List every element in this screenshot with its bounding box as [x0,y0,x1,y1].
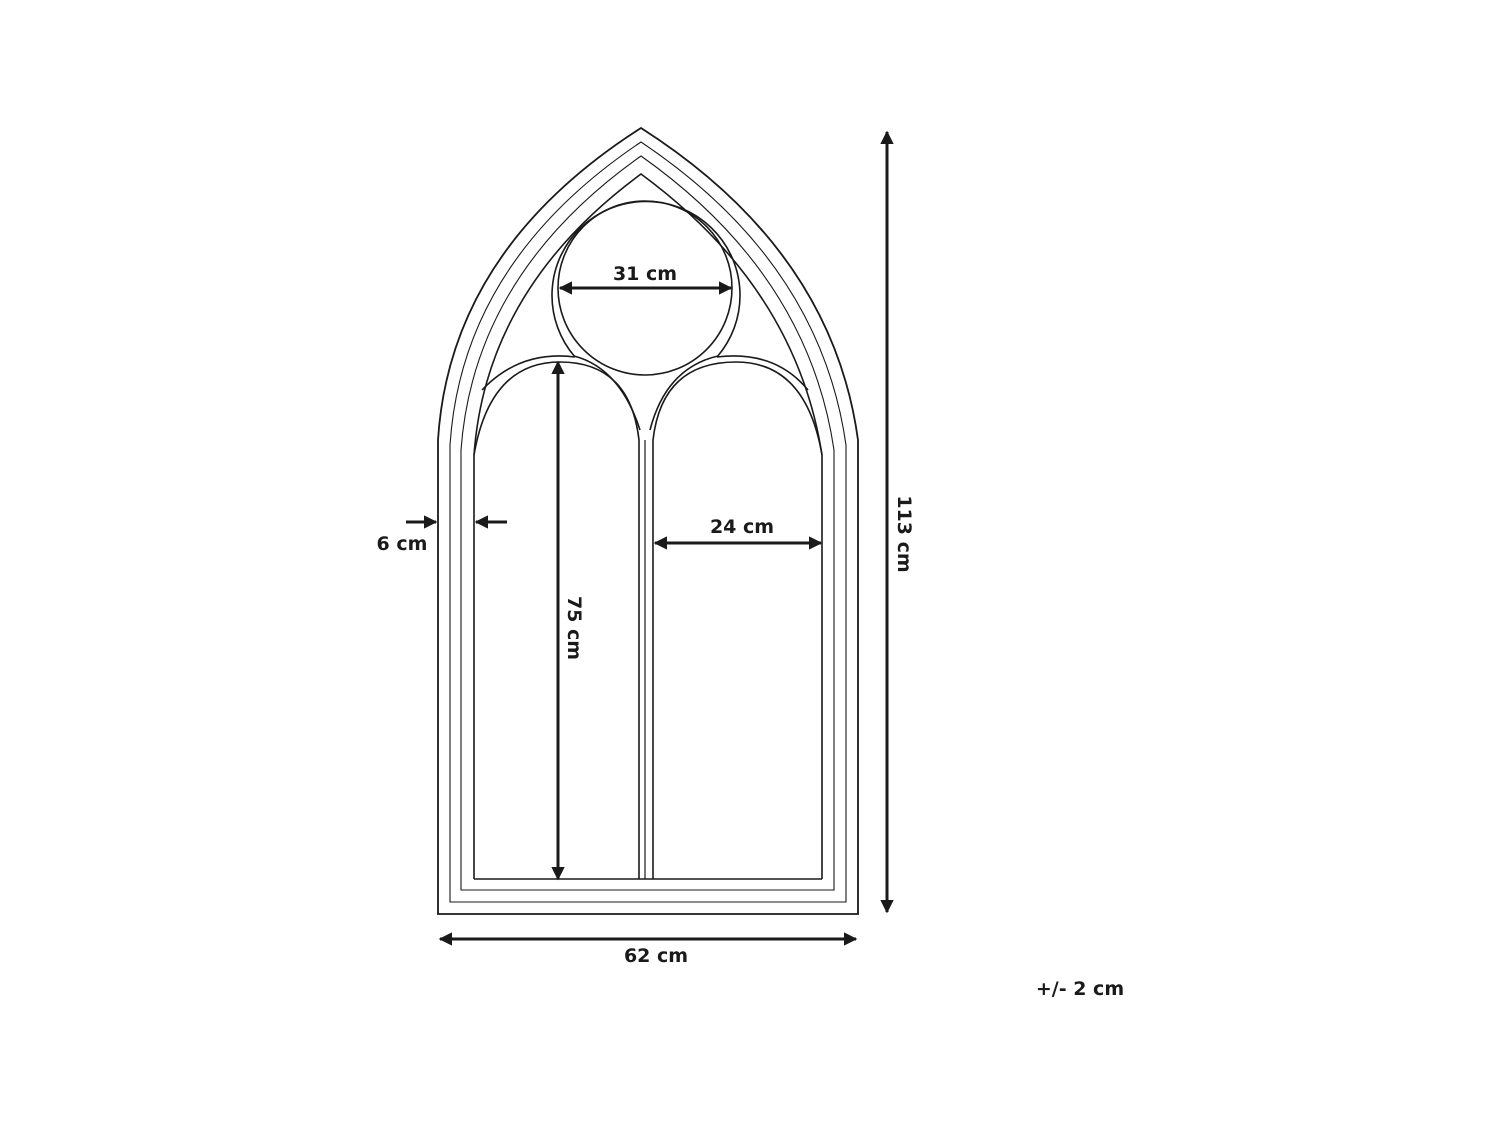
dimension-arrows [406,130,894,946]
frame-width-label: 6 cm [377,533,428,555]
arch-height-label: 75 cm [563,596,585,660]
panel-width-label: 24 cm [710,516,774,538]
dimension-labels: 31 cm 75 cm 24 cm 6 cm 113 cm 62 cm +/- … [377,263,1125,1000]
total-height-label: 113 cm [893,495,915,572]
frame-outline [437,126,859,915]
circle-width-label: 31 cm [613,263,677,285]
tolerance-label: +/- 2 cm [1036,978,1124,1000]
total-width-label: 62 cm [624,945,688,967]
